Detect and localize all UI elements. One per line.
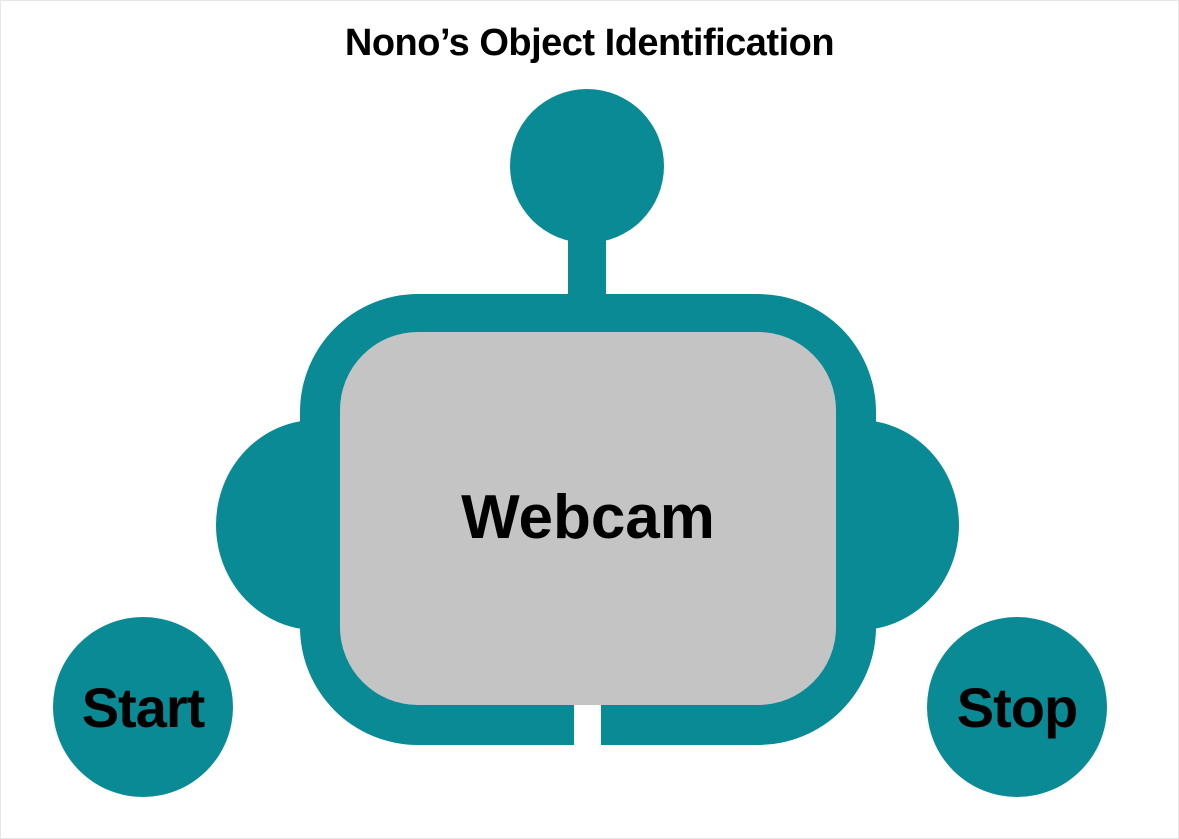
- stop-button[interactable]: Stop: [927, 617, 1107, 797]
- robot-antenna-stem: [568, 236, 606, 300]
- start-button-label: Start: [81, 675, 206, 739]
- robot-mouth-notch: [574, 700, 601, 746]
- webcam-view: Webcam: [340, 332, 836, 705]
- stop-button-label: Stop: [956, 675, 1078, 739]
- webcam-label: Webcam: [461, 483, 715, 552]
- start-button[interactable]: Start: [53, 617, 233, 797]
- robot-antenna-ball: [510, 89, 664, 243]
- page-title: Nono’s Object Identification: [344, 22, 835, 64]
